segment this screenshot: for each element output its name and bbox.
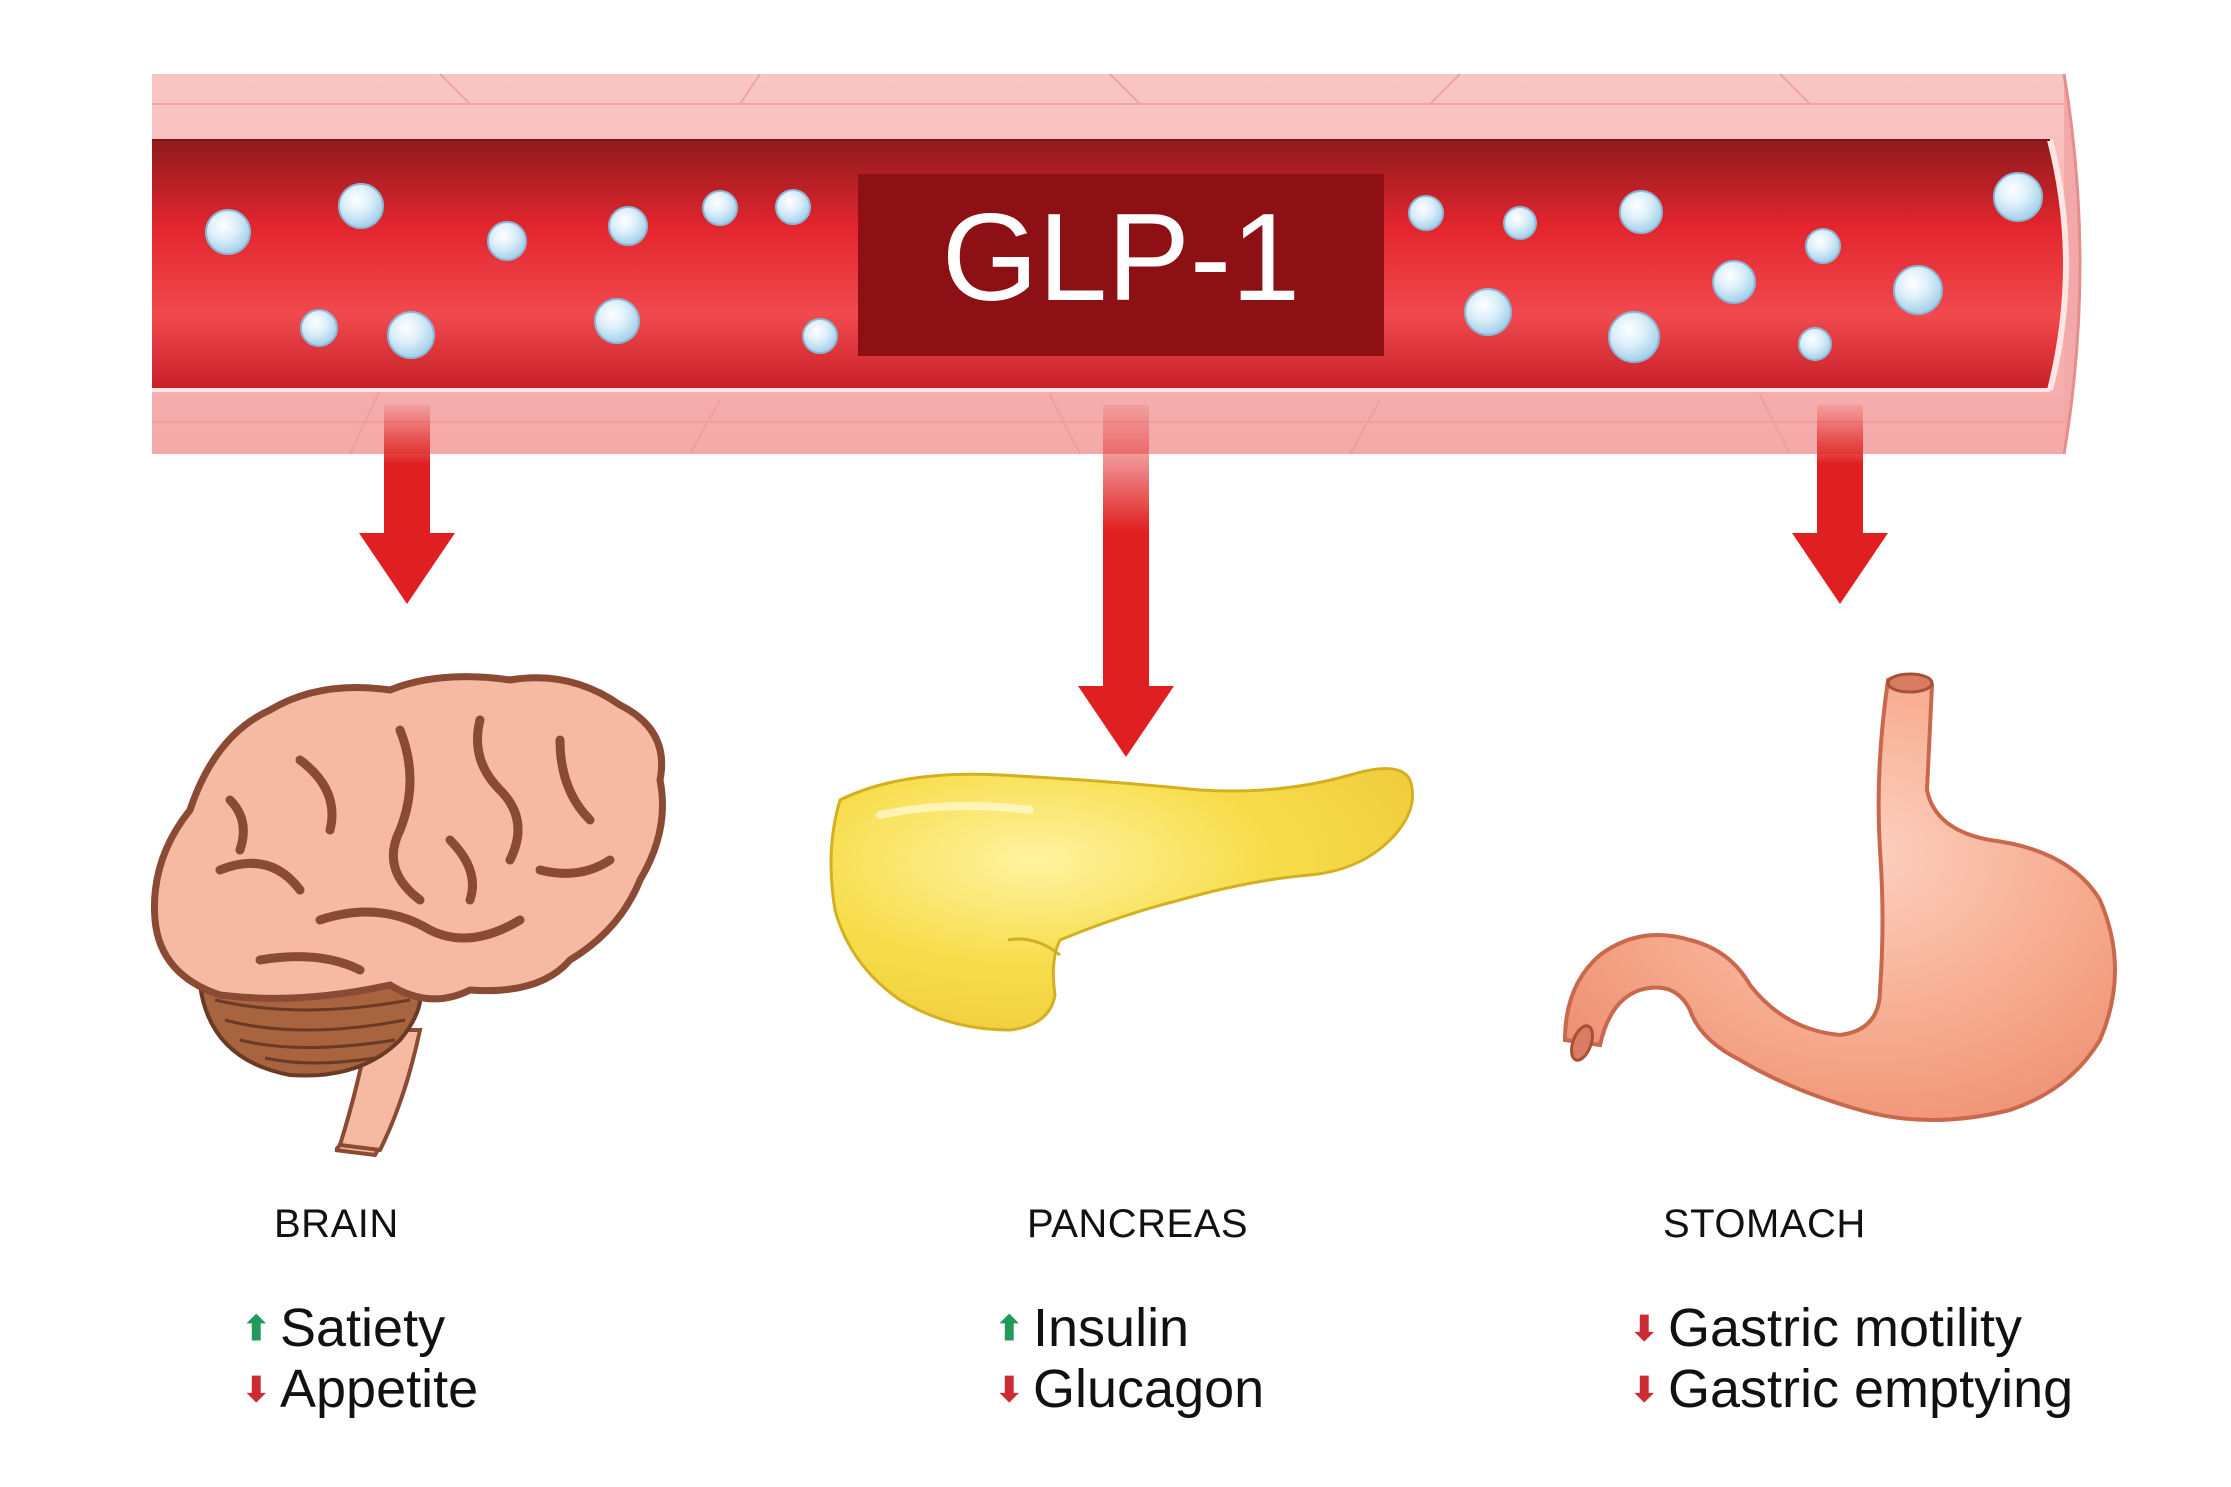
glp1-molecule-icon bbox=[802, 318, 838, 354]
glp1-molecule-icon bbox=[702, 190, 738, 226]
effect-list-pancreas: ⬆Insulin ⬇Glucagon bbox=[995, 1298, 1264, 1420]
arrow-to-brain-icon bbox=[359, 405, 455, 604]
effect-text: Insulin bbox=[1033, 1298, 1190, 1358]
organ-label-brain: BRAIN bbox=[274, 1202, 399, 1246]
glp1-molecule-icon bbox=[300, 309, 338, 347]
arrow-to-pancreas-icon bbox=[1078, 405, 1174, 757]
glp1-molecule-icon bbox=[1805, 228, 1841, 264]
glp1-molecule-icon bbox=[775, 189, 811, 225]
stomach-icon bbox=[1562, 672, 2117, 1122]
glp1-label-box bbox=[858, 174, 1384, 356]
glp1-molecule-icon bbox=[1464, 288, 1512, 336]
effect-item: ⬇Gastric motility bbox=[1630, 1298, 2073, 1359]
glp1-molecule-icon bbox=[487, 221, 527, 261]
organ-label-pancreas: PANCREAS bbox=[1027, 1202, 1249, 1246]
glp1-molecule-icon bbox=[1993, 172, 2043, 222]
effect-list-brain: ⬆Satiety ⬇Appetite bbox=[242, 1298, 478, 1420]
glp1-molecule-icon bbox=[1893, 265, 1943, 315]
up-arrow-icon: ⬆ bbox=[995, 1310, 1024, 1348]
glp1-molecule-icon bbox=[1798, 327, 1832, 361]
brain-icon bbox=[150, 673, 666, 1158]
glp1-molecules bbox=[205, 172, 2043, 363]
organ-label-stomach: STOMACH bbox=[1663, 1202, 1866, 1246]
effect-list-stomach: ⬇Gastric motility ⬇Gastric emptying bbox=[1630, 1298, 2073, 1420]
effect-text: Gastric motility bbox=[1668, 1298, 2023, 1358]
effect-item: ⬆Insulin bbox=[995, 1298, 1264, 1359]
down-arrow-icon: ⬇ bbox=[242, 1371, 271, 1409]
glp1-molecule-icon bbox=[1503, 206, 1537, 240]
down-arrow-icon: ⬇ bbox=[995, 1371, 1024, 1409]
glp1-molecule-icon bbox=[387, 311, 435, 359]
arrow-to-stomach-icon bbox=[1792, 405, 1888, 604]
effect-item: ⬆Satiety bbox=[242, 1298, 478, 1359]
effect-text: Satiety bbox=[280, 1298, 446, 1358]
effect-item: ⬇Gastric emptying bbox=[1630, 1359, 2073, 1420]
effect-item: ⬇Appetite bbox=[242, 1359, 478, 1420]
glp1-molecule-icon bbox=[608, 206, 648, 246]
glp1-molecule-icon bbox=[205, 209, 251, 255]
effect-text: Gastric emptying bbox=[1668, 1359, 2074, 1419]
down-arrow-icon: ⬇ bbox=[1630, 1371, 1659, 1409]
up-arrow-icon: ⬆ bbox=[242, 1310, 271, 1348]
effect-text: Glucagon bbox=[1033, 1359, 1265, 1419]
glp1-molecule-icon bbox=[338, 183, 384, 229]
effect-text: Appetite bbox=[280, 1359, 479, 1419]
glp1-molecule-icon bbox=[1408, 195, 1444, 231]
glp1-molecule-icon bbox=[1712, 260, 1756, 304]
glp1-molecule-icon bbox=[1619, 190, 1663, 234]
glp1-molecule-icon bbox=[1608, 311, 1660, 363]
glp1-molecule-icon bbox=[594, 298, 640, 344]
down-arrow-icon: ⬇ bbox=[1630, 1310, 1659, 1348]
glp1-title: GLP-1 bbox=[942, 189, 1300, 327]
effect-item: ⬇Glucagon bbox=[995, 1359, 1264, 1420]
pancreas-icon bbox=[829, 767, 1414, 1032]
